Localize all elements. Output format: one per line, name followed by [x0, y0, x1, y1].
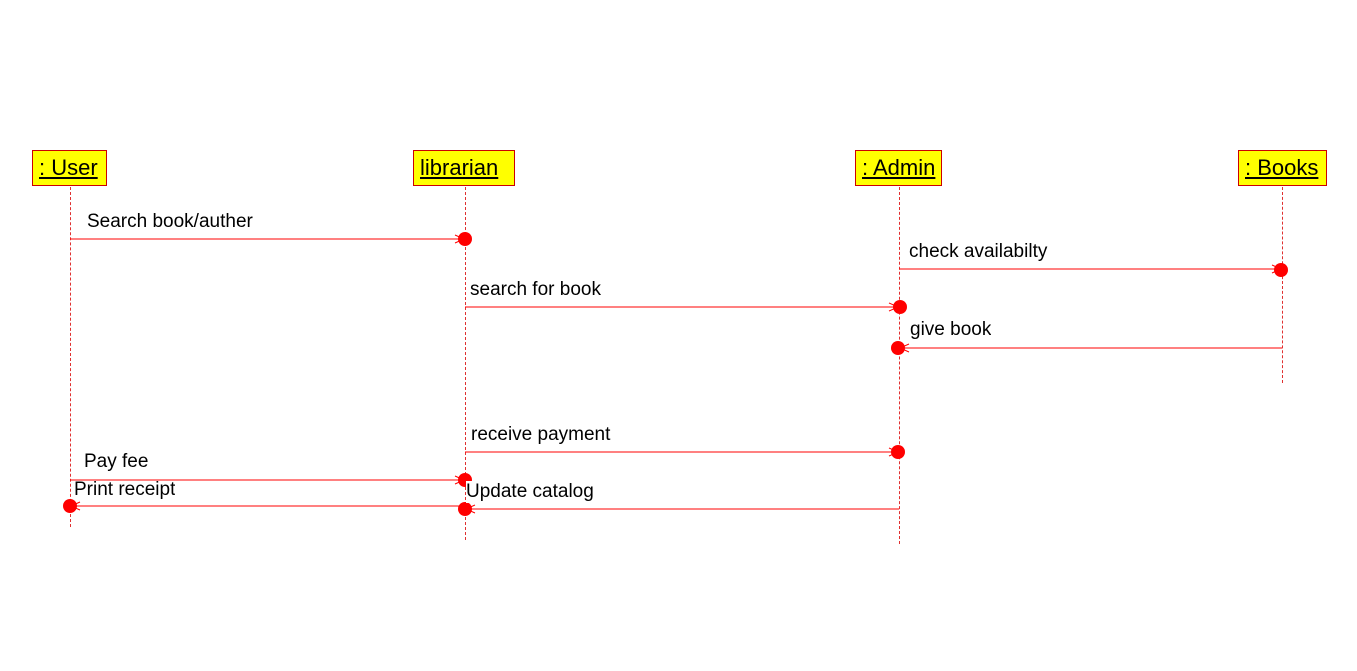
participant-user[interactable]: : User — [32, 150, 107, 186]
dot-receive-payment — [891, 445, 905, 459]
dot-update-catalog — [458, 502, 472, 516]
dot-print-receipt — [63, 499, 77, 513]
lifeline-admin — [899, 187, 900, 544]
lifeline-books — [1282, 187, 1283, 383]
message-label-update-catalog-text: Update catalog — [466, 481, 594, 502]
participant-label-librarian: librarian — [420, 155, 499, 180]
participant-label-admin: : Admin — [862, 155, 936, 180]
participant-label-user: : User — [39, 155, 98, 180]
message-label-check-availability: check availabilty — [909, 241, 1051, 263]
message-label-pay-fee: Pay fee — [84, 451, 149, 472]
message-label-search-book-auther: Search book/auther — [87, 211, 253, 232]
participant-books[interactable]: : Books — [1238, 150, 1327, 186]
message-label-give-book: give book — [910, 319, 992, 340]
lifeline-user — [70, 187, 71, 527]
participant-librarian[interactable]: librarian — [413, 150, 515, 186]
dot-search-book-auther — [458, 232, 472, 246]
dot-give-book — [891, 341, 905, 355]
lifeline-librarian — [465, 187, 466, 540]
participant-label-books: : Books — [1245, 155, 1319, 180]
message-label-receive-payment: receive payment — [471, 424, 617, 446]
message-label-print-receipt: Print receipt — [74, 479, 176, 500]
dot-check-availability — [1274, 263, 1288, 277]
dot-search-for-book — [893, 300, 907, 314]
message-label-update-catalog: Update catalog — [466, 481, 596, 503]
participant-admin[interactable]: : Admin — [855, 150, 942, 186]
message-label-search-for-book: search for book — [470, 279, 608, 301]
